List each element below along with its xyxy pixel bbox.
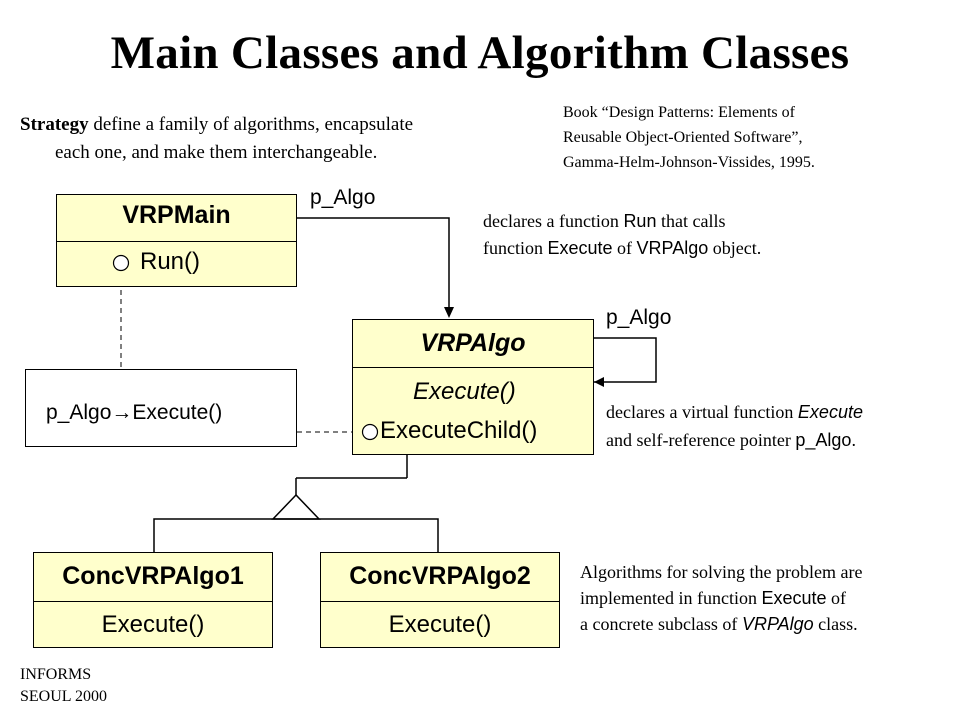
run-note-code: VRPAlgo bbox=[636, 238, 709, 258]
class-divider bbox=[353, 367, 593, 368]
self-ref-arrowhead bbox=[594, 377, 604, 387]
virtual-note-text: declares a virtual function bbox=[606, 402, 798, 422]
virtual-note-code: p_Algo bbox=[795, 430, 852, 450]
class-concvrpalgo1[interactable]: ConcVRPAlgo1 Execute() bbox=[33, 552, 273, 648]
class-divider bbox=[321, 601, 559, 602]
strategy-note: Strategy define a family of algorithms, … bbox=[20, 112, 413, 137]
inherit-triangle bbox=[271, 493, 321, 520]
run-note-text: object. bbox=[708, 238, 762, 258]
virtual-note: declares a virtual function Execute and … bbox=[606, 398, 863, 454]
operation-execute: Execute() bbox=[101, 611, 205, 638]
class-name: VRPAlgo bbox=[420, 329, 526, 357]
class-name: ConcVRPAlgo2 bbox=[349, 562, 531, 590]
class-divider bbox=[34, 601, 272, 602]
algo-note-code: VRPAlgo bbox=[741, 614, 814, 634]
footer-line2: SEOUL 2000 bbox=[20, 688, 107, 705]
inherit-branches bbox=[153, 518, 439, 552]
operation-execute-abstract: Execute() bbox=[413, 378, 516, 405]
virtual-note-text: and self-reference pointer bbox=[606, 430, 796, 450]
class-vrpmain[interactable]: VRPMain Run() bbox=[56, 194, 297, 287]
self-ref-line bbox=[594, 337, 657, 383]
virtual-note-code: Execute bbox=[797, 402, 863, 422]
run-note: declares a function Run that calls funct… bbox=[483, 208, 761, 262]
algo-note-text: of bbox=[826, 588, 847, 608]
class-name: ConcVRPAlgo1 bbox=[62, 562, 244, 590]
strategy-line1: define a family of algorithms, encapsula… bbox=[93, 114, 414, 135]
algo-note-text: class. bbox=[813, 614, 858, 634]
class-name: VRPMain bbox=[122, 201, 231, 229]
class-concvrpalgo2[interactable]: ConcVRPAlgo2 Execute() bbox=[320, 552, 560, 648]
algo-note-code: Execute bbox=[761, 588, 827, 608]
public-op-circle-icon bbox=[112, 254, 130, 272]
run-note-text: declares a function bbox=[483, 211, 624, 231]
algo-note-text: a concrete subclass of bbox=[580, 614, 742, 634]
operation-executechild: ExecuteChild() bbox=[380, 417, 538, 444]
note-box: p_Algo→Execute() bbox=[25, 369, 297, 447]
operation-execute: Execute() bbox=[388, 611, 492, 638]
public-op-circle-icon bbox=[361, 423, 379, 441]
note-text: p_Algo→Execute() bbox=[46, 401, 223, 424]
assoc-arrowhead bbox=[444, 307, 454, 318]
book-note: Book “Design Patterns: Elements of Reusa… bbox=[563, 100, 815, 175]
strategy-term: Strategy bbox=[20, 114, 89, 135]
strategy-line2: each one, and make them interchangeable. bbox=[55, 142, 378, 163]
footer: INFORMS SEOUL 2000 bbox=[20, 664, 107, 708]
assoc-main-to-algo bbox=[297, 217, 450, 312]
class-divider bbox=[57, 241, 296, 242]
operation-run: Run() bbox=[140, 248, 201, 275]
algo-note-line1: Algorithms for solving the problem are bbox=[580, 562, 863, 582]
book-line3: Gamma-Helm-Johnson-Vissides, 1995. bbox=[563, 154, 815, 171]
run-note-text: of bbox=[612, 238, 637, 258]
run-note-code: Run bbox=[623, 211, 657, 231]
virtual-note-text: . bbox=[851, 430, 856, 450]
class-vrpalgo[interactable]: VRPAlgo Execute() ExecuteChild() bbox=[352, 319, 594, 455]
footer-line1: INFORMS bbox=[20, 666, 92, 683]
book-line2: Reusable Object-Oriented Software”, bbox=[563, 129, 803, 146]
run-note-text: that calls bbox=[656, 211, 726, 231]
algo-note: Algorithms for solving the problem are i… bbox=[580, 559, 862, 637]
assoc-label-main: p_Algo bbox=[310, 186, 376, 209]
book-line1: Book “Design Patterns: Elements of bbox=[563, 104, 795, 121]
assoc-label-self: p_Algo bbox=[606, 306, 672, 329]
run-note-code: Execute bbox=[547, 238, 613, 258]
run-note-text: function bbox=[483, 238, 548, 258]
algo-note-text: implemented in function bbox=[580, 588, 762, 608]
page-title: Main Classes and Algorithm Classes bbox=[110, 27, 850, 79]
